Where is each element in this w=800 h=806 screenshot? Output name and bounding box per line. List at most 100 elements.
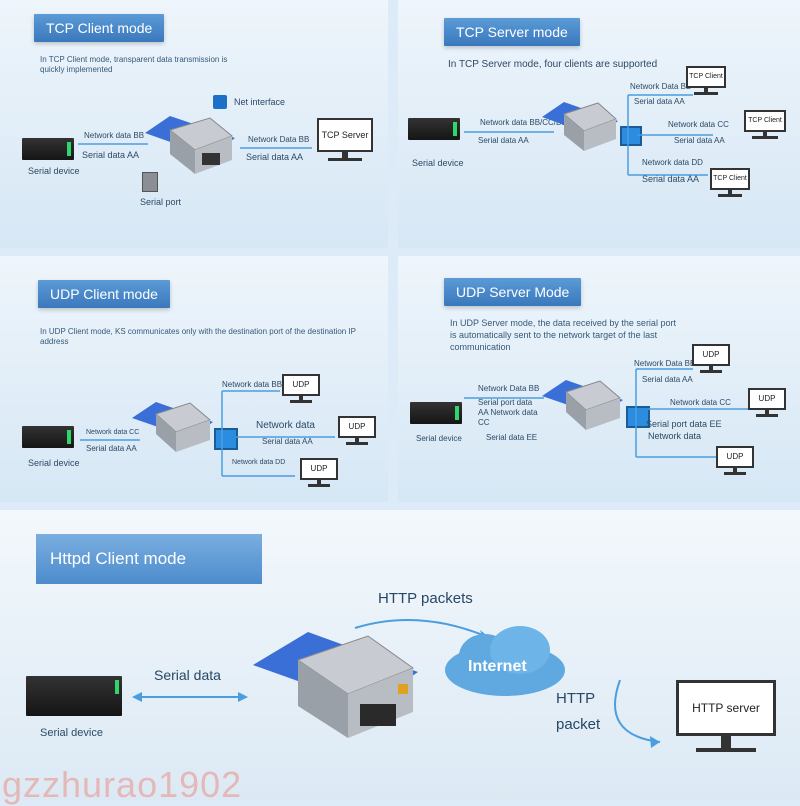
network-cc-left: Network data CC	[86, 429, 140, 436]
tcp-client-title: TCP Client mode	[34, 14, 165, 42]
udp-monitor-1: UDP	[692, 344, 730, 378]
internet-label: Internet	[468, 658, 527, 675]
serial-device-icon	[410, 402, 462, 424]
net-interface-icon	[213, 95, 227, 109]
serial-device-label: Serial device	[40, 727, 103, 739]
tcp-client-label-3: TCP Client	[710, 168, 750, 190]
serial-device-label: Serial device	[412, 158, 464, 168]
serial-port-icon	[142, 172, 158, 192]
udp-monitor-3: UDP	[300, 458, 338, 492]
ethernet-module	[542, 102, 618, 151]
net-interface-label: Net interface	[234, 97, 286, 107]
http-packet-arrow	[614, 680, 661, 748]
serial-data-aa-left: Serial data AA	[82, 150, 140, 160]
udp-client-title: UDP Client mode	[38, 280, 170, 308]
serial-aa-3: Serial data AA	[642, 174, 700, 184]
serial-aa-1: Serial data AA	[634, 97, 685, 106]
udp-server-panel: UDP Server Mode In UDP Server mode, the …	[398, 256, 800, 502]
watermark: gzzhurao1902	[2, 764, 243, 805]
tcp-server-monitor: TCP Server	[317, 118, 373, 164]
ethernet-module	[253, 632, 418, 738]
tcp-server-panel: TCP Server mode In TCP Server mode, four…	[398, 0, 800, 248]
udp-label-1: UDP	[282, 374, 320, 396]
serial-data-aa-right: Serial data AA	[246, 152, 304, 162]
net-bb-right: Network Data BB	[634, 359, 696, 368]
tcp-client-label-2: TCP Client	[744, 110, 786, 132]
packet-label: packet	[556, 716, 601, 733]
udp-label-3: UDP	[300, 458, 338, 480]
tcp-server-label: TCP Server	[317, 118, 373, 152]
net-bb-left: Network Data BB	[478, 384, 540, 393]
udp-label-2: UDP	[748, 388, 786, 410]
serial-device-icon	[408, 118, 460, 140]
net-dd-label: Network data DD	[232, 459, 286, 466]
udp-server-desc: In UDP Server mode, the data received by…	[450, 318, 676, 352]
udp-label-3: UDP	[716, 446, 754, 468]
aa-network: AA Network data	[478, 408, 538, 417]
serial-ee-right: Serial port data EE	[646, 419, 722, 429]
serial-aa-right: Serial data AA	[642, 375, 693, 384]
udp-label-1: UDP	[692, 344, 730, 366]
http-server-monitor: HTTP server	[676, 680, 776, 758]
http-label: HTTP	[556, 690, 596, 707]
httpd-title: Httpd Client mode	[36, 534, 262, 584]
serial-device-label: Serial device	[28, 458, 80, 468]
internet-cloud-icon	[445, 626, 565, 696]
net-cc-right: Network data CC	[670, 398, 731, 407]
serial-device-icon	[22, 426, 74, 448]
tcp-client-monitor-2: TCP Client	[744, 110, 786, 142]
switch-lines	[221, 390, 335, 477]
tcp-client-label-1: TCP Client	[686, 66, 726, 88]
udp-label-2: UDP	[338, 416, 376, 438]
udp-monitor-2: UDP	[748, 388, 786, 422]
udp-monitor-2: UDP	[338, 416, 376, 450]
udp-monitor-1: UDP	[282, 374, 320, 408]
net-data-right: Network data	[648, 431, 702, 441]
tcp-client-monitor-1: TCP Client	[686, 66, 726, 98]
serial-device-icon	[26, 676, 122, 716]
udp-client-panel: UDP Client mode In UDP Client mode, KS c…	[0, 256, 388, 502]
arrow-left	[464, 397, 544, 399]
tcp-server-desc: In TCP Server mode, four clients are sup…	[448, 59, 658, 70]
net-bb-label: Network data BB	[222, 380, 283, 389]
arrow-left	[78, 143, 148, 145]
http-server-label: HTTP server	[676, 680, 776, 736]
udp-server-title: UDP Server Mode	[444, 278, 582, 306]
serial-aa-right: Serial data AA	[262, 437, 313, 446]
tcp-client-monitor-3: TCP Client	[710, 168, 750, 200]
serial-device-icon	[22, 138, 74, 160]
ethernet-module	[542, 380, 623, 430]
network-switch-icon	[214, 428, 238, 450]
serial-aa-2: Serial data AA	[674, 136, 725, 145]
tcp-server-title: TCP Server mode	[444, 18, 580, 46]
network-data-left: Network data BB/CC/DD	[480, 118, 568, 127]
serial-data-label: Serial data	[154, 667, 221, 683]
arrow-right	[240, 147, 312, 149]
tcp-client-desc: In TCP Client mode, transparent data tra…	[40, 55, 228, 74]
tcp-client-panel: TCP Client mode In TCP Client mode, tran…	[0, 0, 388, 248]
udp-client-desc: In UDP Client mode, KS communicates only…	[40, 327, 356, 346]
serial-device-label: Serial device	[416, 434, 462, 443]
serial-aa-left: Serial data AA	[86, 444, 137, 453]
arrow-left	[464, 131, 554, 133]
serial-data-arrow	[132, 692, 248, 702]
arrow-left	[80, 439, 140, 441]
network-data-bb-right: Network Data BB	[248, 135, 310, 144]
serial-device-label: Serial device	[28, 166, 80, 176]
network-switch-icon	[620, 126, 642, 146]
net-cc-label: Network data CC	[668, 120, 729, 129]
switch-lines	[627, 94, 713, 176]
net-bb-label: Network Data BB	[630, 82, 692, 91]
serial-data-left: Serial data AA	[478, 136, 529, 145]
udp-monitor-3: UDP	[716, 446, 754, 480]
switch-lines	[635, 368, 748, 458]
httpd-panel: Httpd Client mode HTTP packets Internet …	[0, 510, 800, 800]
ethernet-module	[132, 402, 213, 452]
network-switch-icon	[626, 406, 650, 428]
serial-port-label: Serial port	[140, 197, 182, 207]
network-data-bb-left: Network data BB	[84, 131, 145, 140]
net-dd-label: Network data DD	[642, 158, 703, 167]
http-packets-label: HTTP packets	[378, 590, 473, 607]
cc-label: CC	[478, 418, 490, 427]
serial-port-data: Serial port data	[478, 398, 533, 407]
